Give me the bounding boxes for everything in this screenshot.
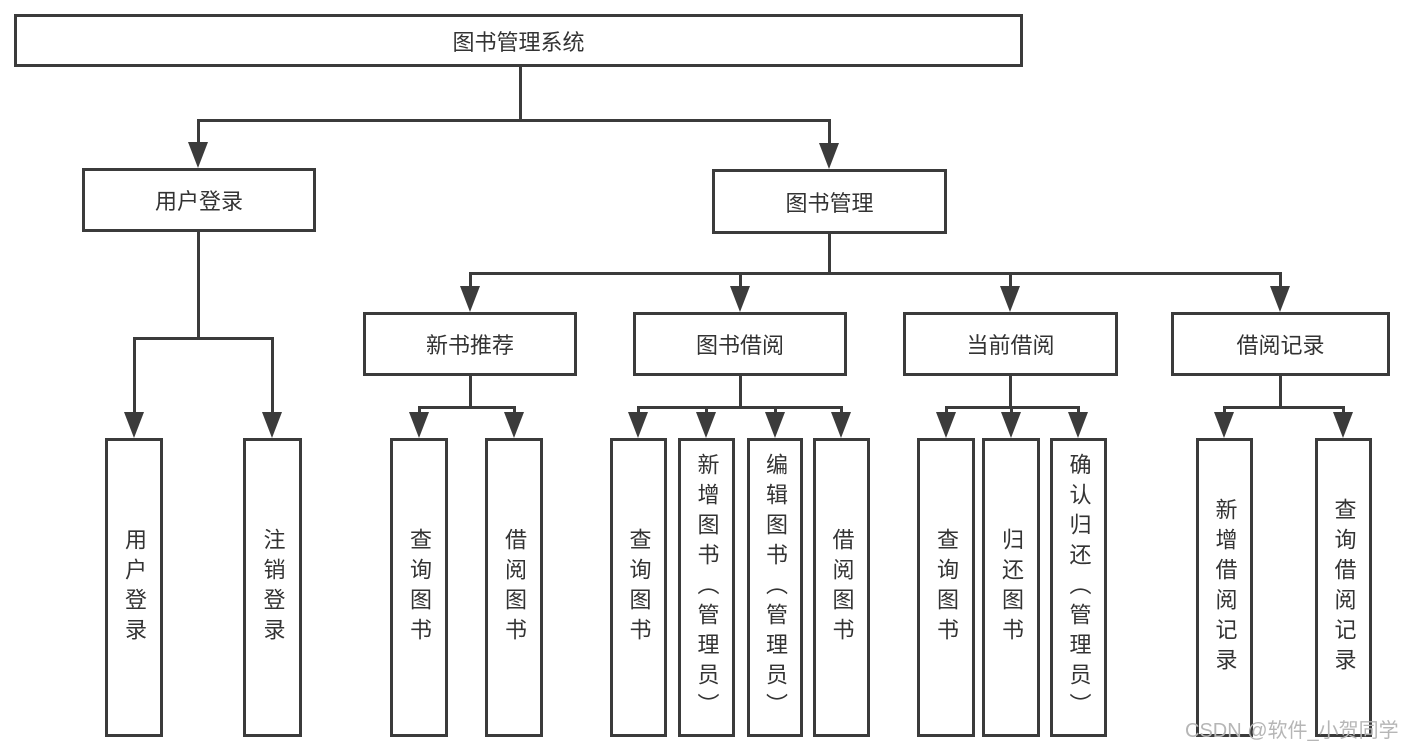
- connector-vline: [828, 233, 831, 275]
- connector-vline: [1223, 406, 1226, 416]
- connector-vline: [1010, 406, 1013, 416]
- arrow-down-icon: [936, 412, 956, 438]
- node-book-management: 图书管理: [712, 169, 947, 234]
- arrow-down-icon: [124, 412, 144, 438]
- node-label: 确认归还（管理员）: [1066, 452, 1092, 723]
- connector-vline: [513, 406, 516, 416]
- node-label: 新增借阅记录: [1212, 497, 1238, 678]
- connector-vline: [418, 406, 421, 416]
- connector-vline: [739, 272, 742, 290]
- watermark: CSDN @软件_小贺同学: [1185, 720, 1399, 742]
- node-label: 查询图书: [407, 527, 432, 648]
- node-label: 新书推荐: [425, 333, 514, 358]
- node-label: 查询图书: [626, 527, 652, 648]
- node-label: 图书管理系统: [452, 29, 585, 55]
- connector-hline: [197, 119, 831, 122]
- leaf-edit-book-admin: 编辑图书（管理员）: [747, 438, 803, 737]
- connector-vline: [1342, 406, 1345, 416]
- connector-hline: [418, 406, 516, 409]
- arrow-down-icon: [1068, 412, 1088, 438]
- node-label: 查询借阅记录: [1331, 497, 1357, 678]
- arrow-down-icon: [628, 412, 648, 438]
- arrow-down-icon: [696, 412, 716, 438]
- connector-vline: [739, 375, 742, 408]
- connector-vline: [774, 406, 777, 416]
- connector-vline: [705, 406, 708, 416]
- node-label: 借阅图书: [829, 527, 855, 648]
- connector-hline: [133, 337, 274, 340]
- node-label: 注销登录: [260, 527, 286, 648]
- arrow-down-icon: [730, 286, 750, 312]
- arrow-down-icon: [1000, 286, 1020, 312]
- connector-hline: [1223, 406, 1345, 409]
- leaf-add-book-admin: 新增图书（管理员）: [678, 438, 735, 737]
- node-user-login: 用户登录: [82, 168, 316, 232]
- node-label: 用户登录: [122, 527, 147, 648]
- node-label: 借阅图书: [502, 527, 527, 648]
- connector-vline: [1009, 375, 1012, 408]
- leaf-query-books: 查询图书: [917, 438, 975, 737]
- node-label: 用户登录: [154, 189, 243, 214]
- connector-vline: [840, 406, 843, 416]
- node-label: 图书借阅: [695, 333, 784, 358]
- connector-hline: [469, 272, 1282, 275]
- leaf-user-login: 用户登录: [105, 438, 163, 737]
- connector-vline: [1279, 375, 1282, 408]
- node-borrowing-records: 借阅记录: [1171, 312, 1390, 376]
- arrow-down-icon: [1333, 412, 1353, 438]
- node-book-borrowing: 图书借阅: [633, 312, 847, 376]
- connector-vline: [945, 406, 948, 416]
- connector-hline: [637, 406, 843, 409]
- connector-vline: [197, 231, 200, 339]
- connector-vline: [197, 119, 200, 146]
- leaf-add-borrow-record: 新增借阅记录: [1196, 438, 1253, 737]
- arrow-down-icon: [409, 412, 429, 438]
- connector-vline: [469, 375, 472, 408]
- arrow-down-icon: [188, 142, 208, 168]
- leaf-logout: 注销登录: [243, 438, 302, 737]
- node-label: 归还图书: [999, 527, 1024, 648]
- connector-vline: [271, 337, 274, 416]
- leaf-query-borrow-record: 查询借阅记录: [1315, 438, 1372, 737]
- leaf-query-books: 查询图书: [390, 438, 448, 737]
- arrow-down-icon: [1214, 412, 1234, 438]
- connector-vline: [828, 119, 831, 147]
- node-label: 当前借阅: [966, 333, 1055, 358]
- leaf-borrow-books: 借阅图书: [485, 438, 543, 737]
- node-label: 编辑图书（管理员）: [763, 452, 788, 723]
- arrow-down-icon: [460, 286, 480, 312]
- arrow-down-icon: [765, 412, 785, 438]
- node-label: 图书管理: [785, 190, 874, 216]
- connector-vline: [133, 337, 136, 416]
- arrow-down-icon: [262, 412, 282, 438]
- leaf-return-books: 归还图书: [982, 438, 1040, 737]
- leaf-borrow-books: 借阅图书: [813, 438, 870, 737]
- connector-vline: [1077, 406, 1080, 416]
- node-current-borrowing: 当前借阅: [903, 312, 1118, 376]
- node-label: 新增图书（管理员）: [694, 452, 720, 723]
- connector-vline: [519, 66, 522, 121]
- connector-vline: [1279, 272, 1282, 290]
- connector-vline: [637, 406, 640, 416]
- connector-vline: [469, 272, 472, 290]
- node-new-book-recommendation: 新书推荐: [363, 312, 577, 376]
- connector-vline: [1009, 272, 1012, 290]
- arrow-down-icon: [1270, 286, 1290, 312]
- arrow-down-icon: [831, 412, 851, 438]
- arrow-down-icon: [1001, 412, 1021, 438]
- leaf-query-books: 查询图书: [610, 438, 667, 737]
- arrow-down-icon: [819, 143, 839, 169]
- node-library-system: 图书管理系统: [14, 14, 1023, 67]
- node-label: 查询图书: [934, 527, 959, 648]
- node-label: 借阅记录: [1236, 333, 1325, 358]
- arrow-down-icon: [504, 412, 524, 438]
- leaf-confirm-return-admin: 确认归还（管理员）: [1050, 438, 1107, 737]
